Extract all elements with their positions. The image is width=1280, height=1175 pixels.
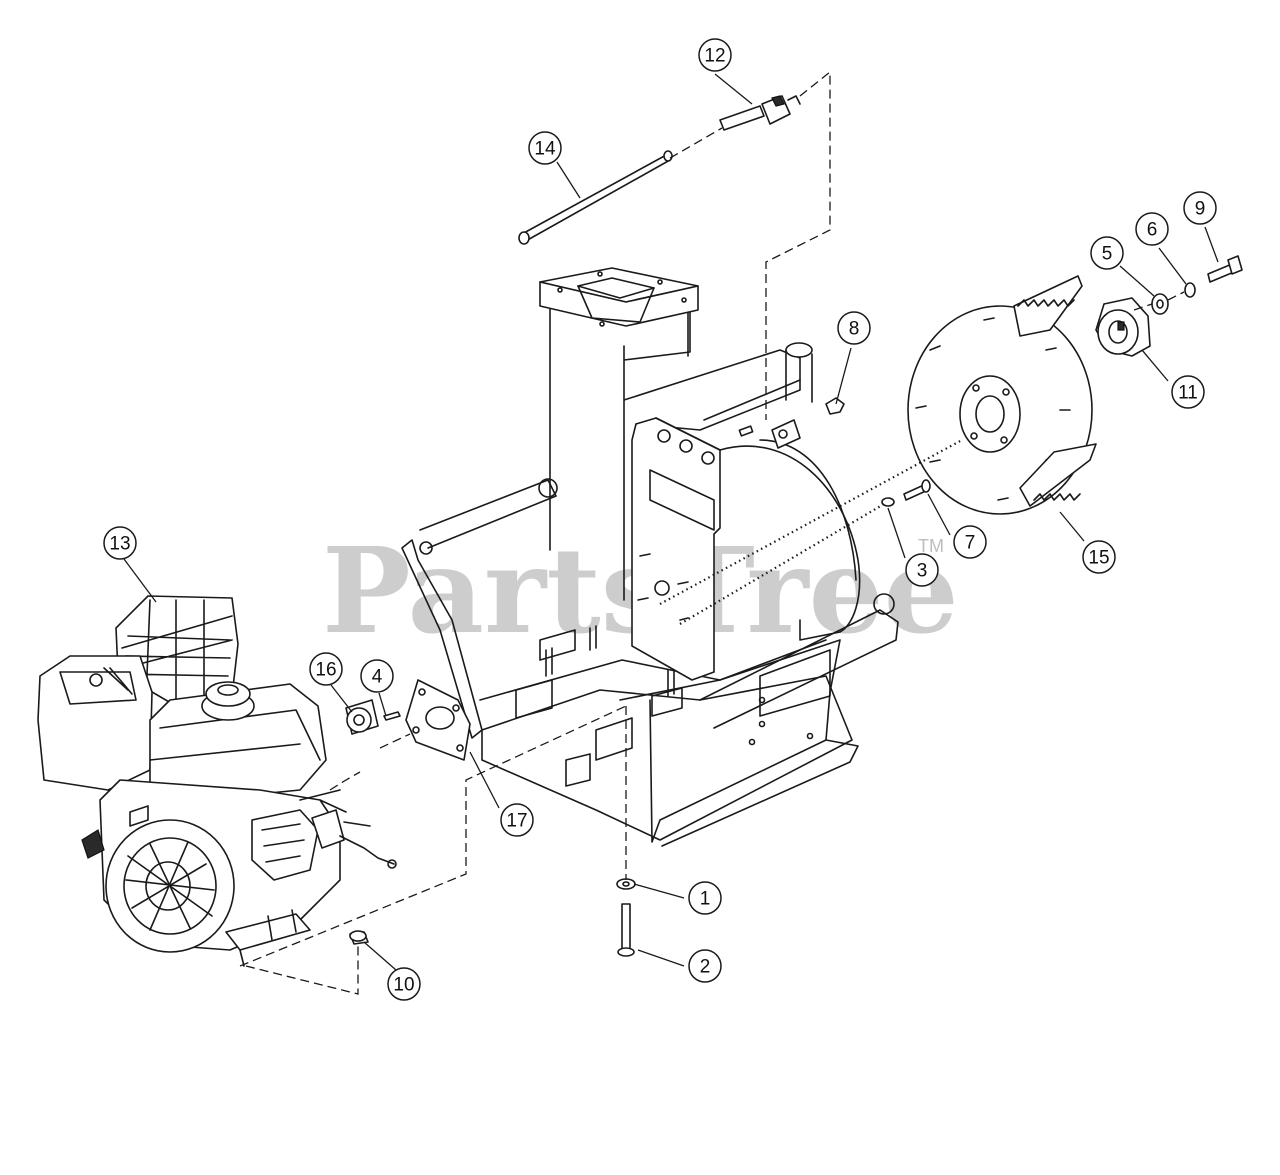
hub-11	[1095, 297, 1151, 357]
assembly-lines	[239, 70, 1185, 995]
callout-label: 2	[700, 957, 711, 978]
nut-8	[825, 397, 845, 415]
mounting-plate-17	[405, 679, 471, 761]
callout-5: 5	[1090, 236, 1124, 270]
callout-label: 14	[534, 139, 556, 160]
washer-3	[881, 497, 895, 507]
callout-3: 3	[905, 553, 939, 587]
callout-label: 5	[1102, 244, 1113, 265]
callout-circle	[688, 949, 722, 983]
washer-1	[616, 878, 636, 890]
callout-11: 11	[1171, 375, 1205, 409]
callout-circle	[1082, 540, 1116, 574]
callout-14: 14	[528, 131, 562, 165]
callout-16: 16	[309, 652, 343, 686]
callout-2: 2	[688, 949, 722, 983]
callout-label: 10	[393, 975, 414, 996]
callout-circle	[688, 881, 722, 915]
callout-label: 12	[704, 46, 725, 67]
callout-label: 7	[965, 533, 976, 554]
callout-circle	[1135, 212, 1169, 246]
callout-label: 13	[109, 534, 130, 555]
callout-label: 8	[849, 319, 860, 340]
callout-circle	[953, 525, 987, 559]
callout-circle	[500, 803, 534, 837]
watermark-trademark: TM	[918, 536, 944, 556]
callout-circle	[1183, 191, 1217, 225]
callout-label: 6	[1147, 220, 1158, 241]
callout-label: 1	[700, 889, 711, 910]
callout-7: 7	[953, 525, 987, 559]
callout-10: 10	[387, 967, 421, 1001]
callout-circle	[1171, 375, 1205, 409]
connector-12	[719, 95, 801, 131]
callout-circle	[309, 652, 343, 686]
callout-circle	[528, 131, 562, 165]
callout-circle	[837, 311, 871, 345]
callout-label: 4	[372, 667, 383, 688]
callout-circle	[103, 526, 137, 560]
callout-8: 8	[837, 311, 871, 345]
callout-12: 12	[698, 38, 732, 72]
callout-label: 16	[315, 660, 336, 681]
callout-circle	[698, 38, 732, 72]
callout-label: 11	[1178, 383, 1198, 404]
washer-5	[1151, 293, 1169, 315]
callout-label: 17	[506, 811, 527, 832]
callout-label: 9	[1195, 199, 1206, 220]
lockwasher-6	[1184, 282, 1196, 298]
callout-6: 6	[1135, 212, 1169, 246]
chipper-disc-15	[907, 275, 1097, 515]
rod-14	[518, 150, 673, 245]
bolt-2	[621, 903, 631, 951]
callout-label: 3	[917, 561, 928, 582]
callout-9: 9	[1183, 191, 1217, 225]
callout-circle	[387, 967, 421, 1001]
callout-4: 4	[360, 659, 394, 693]
callout-label: 15	[1088, 548, 1109, 569]
key-4	[383, 711, 401, 721]
callout-17: 17	[500, 803, 534, 837]
callout-leaders	[123, 73, 1219, 971]
callout-circle	[905, 553, 939, 587]
engine	[37, 595, 397, 967]
callout-1: 1	[688, 881, 722, 915]
callout-13: 13	[103, 526, 137, 560]
callout-15: 15	[1082, 540, 1116, 574]
callout-circle	[360, 659, 394, 693]
callout-circle	[1090, 236, 1124, 270]
